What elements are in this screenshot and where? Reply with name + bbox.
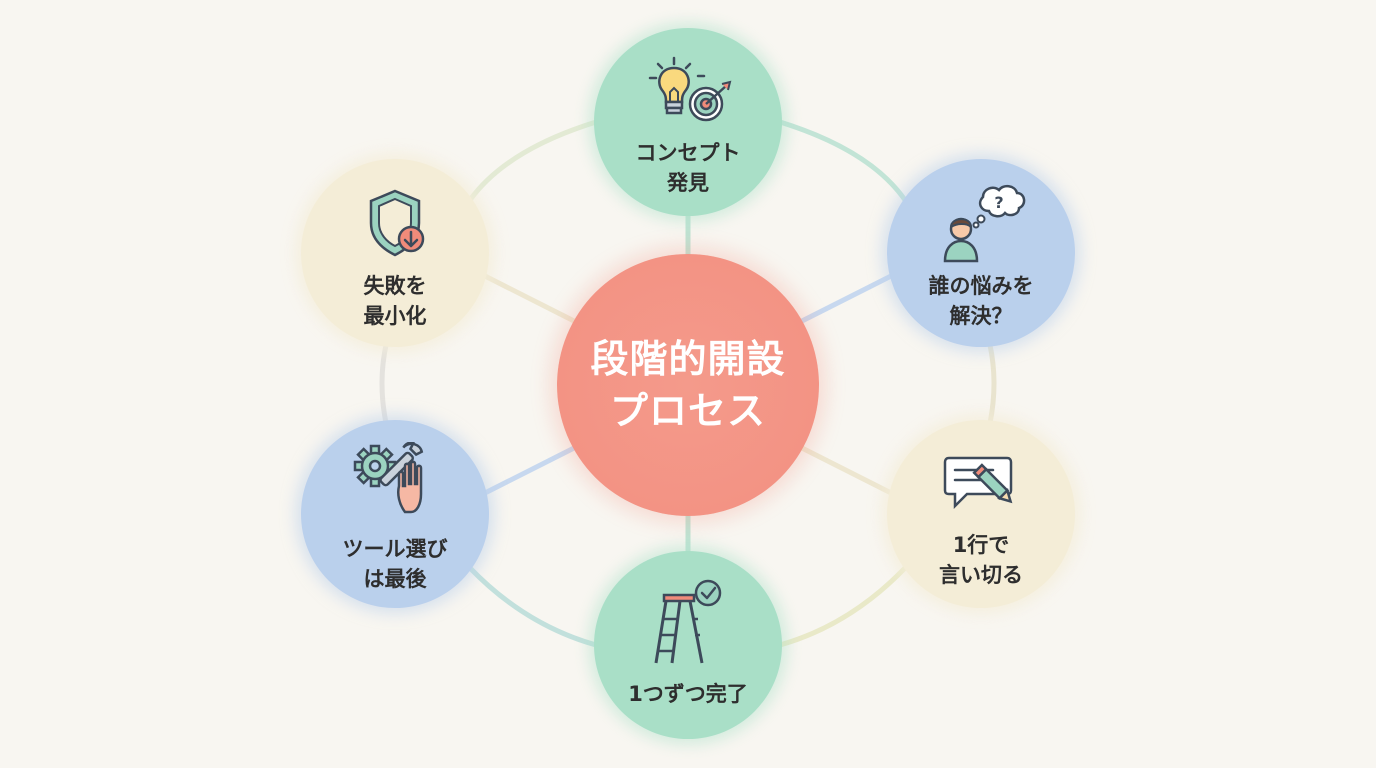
ring-arc-failure-concept [467, 119, 597, 202]
gear-wrench-hand-icon [353, 442, 424, 514]
node-tools-label-line1: ツール選び [342, 537, 448, 561]
shield-down-icon [369, 189, 425, 257]
person-question-icon: ? [943, 184, 1026, 263]
ladder-check-icon [654, 579, 722, 664]
node-one-by-one: 1つずつ完了 [594, 551, 782, 739]
node-tools-last: ツール選び は最後 [301, 420, 489, 608]
ring-arc-concept-whose [779, 119, 908, 202]
ring-arc-onebyone-tools [468, 566, 597, 648]
spoke-whose [798, 272, 895, 325]
ring-arc-whose-oneline [987, 344, 997, 424]
ring-arc-oneline-onebyone [779, 566, 907, 648]
center-title-line1: 段階的開設 [590, 337, 786, 381]
node-failure-label-line2: 最小化 [363, 304, 427, 328]
node-one-line: 1行で 言い切る [887, 420, 1075, 608]
node-oneline-label-line2: 言い切る [939, 563, 1023, 587]
node-concept-label-line2: 発見 [667, 171, 709, 195]
node-concept-label-line1: コンセプト [635, 141, 741, 165]
node-minimize-failure: 失敗を 最小化 [301, 159, 489, 347]
node-concept: コンセプト 発見 [594, 28, 782, 216]
node-tools-label-line2: は最後 [363, 567, 427, 591]
lightbulb-target-icon [648, 56, 732, 122]
svg-text:?: ? [994, 193, 1003, 212]
spoke-oneline [798, 444, 895, 497]
ring-arc-tools-failure [379, 344, 389, 424]
node-failure-label-line1: 失敗を [363, 274, 427, 298]
center-circle: 段階的開設 プロセス [557, 254, 819, 516]
node-onebyone-label: 1つずつ完了 [628, 682, 748, 706]
node-whose-problem: ? 誰の悩みを 解決？ [887, 159, 1075, 347]
spoke-failure [481, 272, 578, 325]
node-whose-label-line2: 解決？ [949, 304, 1013, 328]
chat-pencil-icon [943, 456, 1013, 510]
node-oneline-label-line1: 1行で [952, 533, 1010, 557]
center-title-line2: プロセス [609, 389, 766, 433]
spoke-tools [481, 444, 578, 497]
node-whose-label-line1: 誰の悩みを [928, 274, 1034, 298]
